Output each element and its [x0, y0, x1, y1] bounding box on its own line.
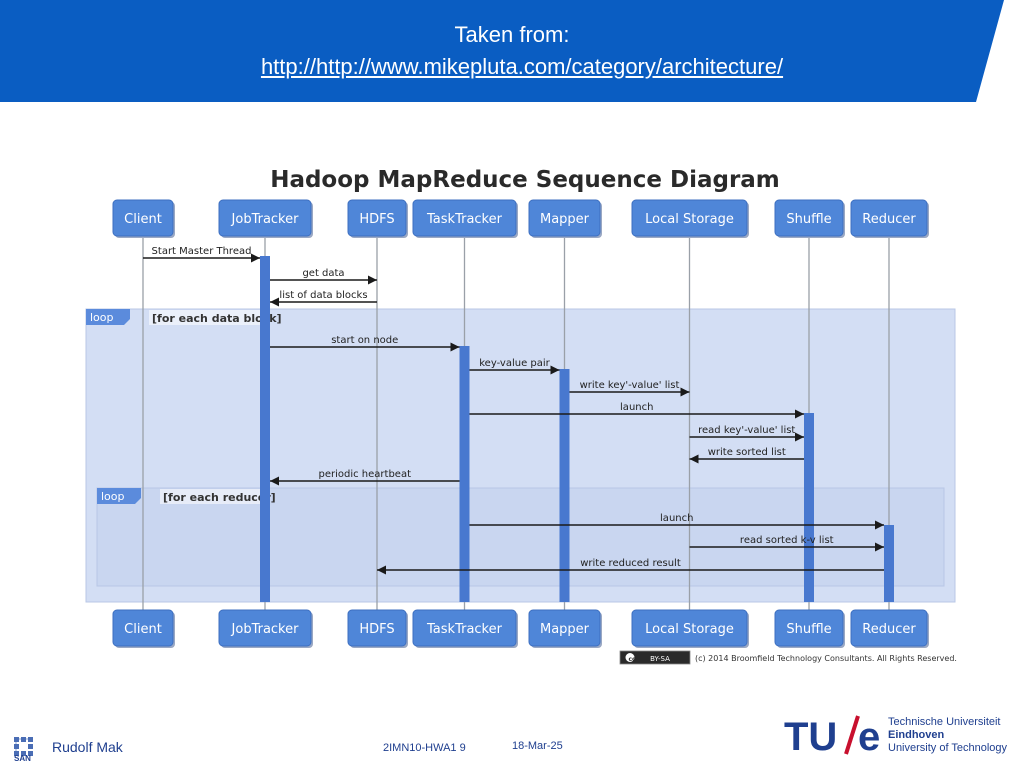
arrow-head: [795, 432, 804, 442]
participant-label: JobTracker: [231, 622, 300, 637]
tue-name-line-3: University of Technology: [888, 742, 1008, 754]
participant-label: TaskTracker: [426, 622, 503, 637]
message-label: Start Master Thread: [152, 246, 252, 257]
participant-label: Reducer: [862, 212, 916, 227]
slide-title: Taken from:: [454, 22, 570, 47]
participant-box: [528, 609, 601, 647]
message-label: launch: [660, 513, 693, 524]
message-label: write key'-value' list: [580, 380, 680, 391]
participant-label: HDFS: [359, 622, 394, 637]
participant-box: [412, 609, 517, 647]
footer-date: 18-Mar-25: [512, 740, 563, 752]
message-label: read sorted k-v list: [740, 535, 834, 546]
message-label: key-value pair: [479, 358, 550, 369]
participant-box: [631, 609, 748, 647]
message-label: list of data blocks: [279, 290, 367, 301]
participant-label: HDFS: [359, 212, 394, 227]
message-label: start on node: [331, 335, 398, 346]
message-label: periodic heartbeat: [318, 469, 411, 480]
participant-box: [218, 609, 312, 647]
participant-box: [850, 609, 928, 647]
participant-label: Shuffle: [786, 622, 831, 637]
participant-box: [412, 199, 517, 237]
cc-icon: [624, 652, 636, 663]
activation-bar: [260, 256, 270, 602]
arrow-head: [795, 409, 804, 419]
arrow-head: [377, 565, 386, 575]
participant-box: [218, 199, 312, 237]
loop-tag: loop: [90, 311, 114, 324]
svg-text:e: e: [858, 715, 880, 758]
participant-label: Client: [124, 212, 162, 227]
participant-box: [528, 199, 601, 237]
participant-box: [774, 609, 844, 647]
footer-course: 2IMN10-HWA1 9: [383, 742, 466, 754]
participant-label: JobTracker: [231, 212, 300, 227]
arrow-head: [689, 454, 699, 464]
participant-label: Local Storage: [645, 622, 734, 637]
cc-letters: cc: [628, 656, 636, 663]
message-label: write sorted list: [708, 447, 786, 458]
san-label: SAN: [14, 754, 31, 763]
loop-tag-box: [86, 309, 130, 325]
activation-bar: [804, 413, 814, 602]
copyright-text: (c) 2014 Broomfield Technology Consultan…: [695, 654, 957, 663]
arrow-head: [450, 342, 460, 352]
participant-box: [631, 199, 748, 237]
diagram-title: Hadoop MapReduce Sequence Diagram: [270, 167, 780, 193]
message-label: write reduced result: [580, 558, 681, 569]
arrow-head: [875, 520, 884, 530]
arrow-head: [368, 275, 377, 285]
license-badge: BY-SA: [650, 655, 670, 663]
participant-label: Client: [124, 622, 162, 637]
participant-label: Mapper: [540, 622, 590, 637]
svg-text:TU: TU: [784, 715, 837, 758]
participant-box: [112, 199, 174, 237]
participant-label: Shuffle: [786, 212, 831, 227]
arrow-head: [251, 253, 260, 263]
message-label: read key'-value' list: [698, 425, 795, 436]
footer-author: Rudolf Mak: [52, 739, 123, 755]
participant-box: [112, 609, 174, 647]
participant-box: [347, 199, 407, 237]
activation-bar: [884, 525, 894, 602]
message-label: launch: [620, 402, 653, 413]
loop-condition: [for each reducer]: [163, 491, 276, 504]
arrow-head: [875, 542, 884, 552]
participant-box: [850, 199, 928, 237]
arrow-head: [270, 297, 279, 307]
loop-tag-box: [97, 488, 141, 504]
loop-condition-bg: [149, 310, 267, 325]
loop-condition: [for each data block]: [152, 312, 282, 325]
tue-name-line-2: Eindhoven: [888, 729, 945, 741]
loop-condition-bg: [160, 489, 262, 504]
source-link[interactable]: http://http://www.mikepluta.com/category…: [260, 54, 784, 79]
cc-badge: [619, 650, 691, 665]
arrow-head: [680, 387, 690, 397]
slide-header: Taken from: http://http://www.mikepluta.…: [0, 0, 1024, 102]
activation-bar: [559, 369, 570, 602]
arrow-head: [550, 365, 560, 375]
participant-label: Local Storage: [645, 212, 734, 227]
participant-label: Reducer: [862, 622, 916, 637]
san-logo-icon: [14, 737, 33, 756]
participant-label: TaskTracker: [426, 212, 503, 227]
message-label: get data: [302, 268, 344, 279]
loop-tag: loop: [101, 490, 125, 503]
arrow-head: [270, 476, 279, 486]
activation-bar: [459, 346, 470, 602]
tue-logo-icon: TU e: [784, 715, 880, 758]
participant-label: Mapper: [540, 212, 590, 227]
participant-box: [774, 199, 844, 237]
tue-name-line-1: Technische Universiteit: [888, 716, 1001, 728]
header-band: [0, 0, 1004, 102]
participant-box: [347, 609, 407, 647]
